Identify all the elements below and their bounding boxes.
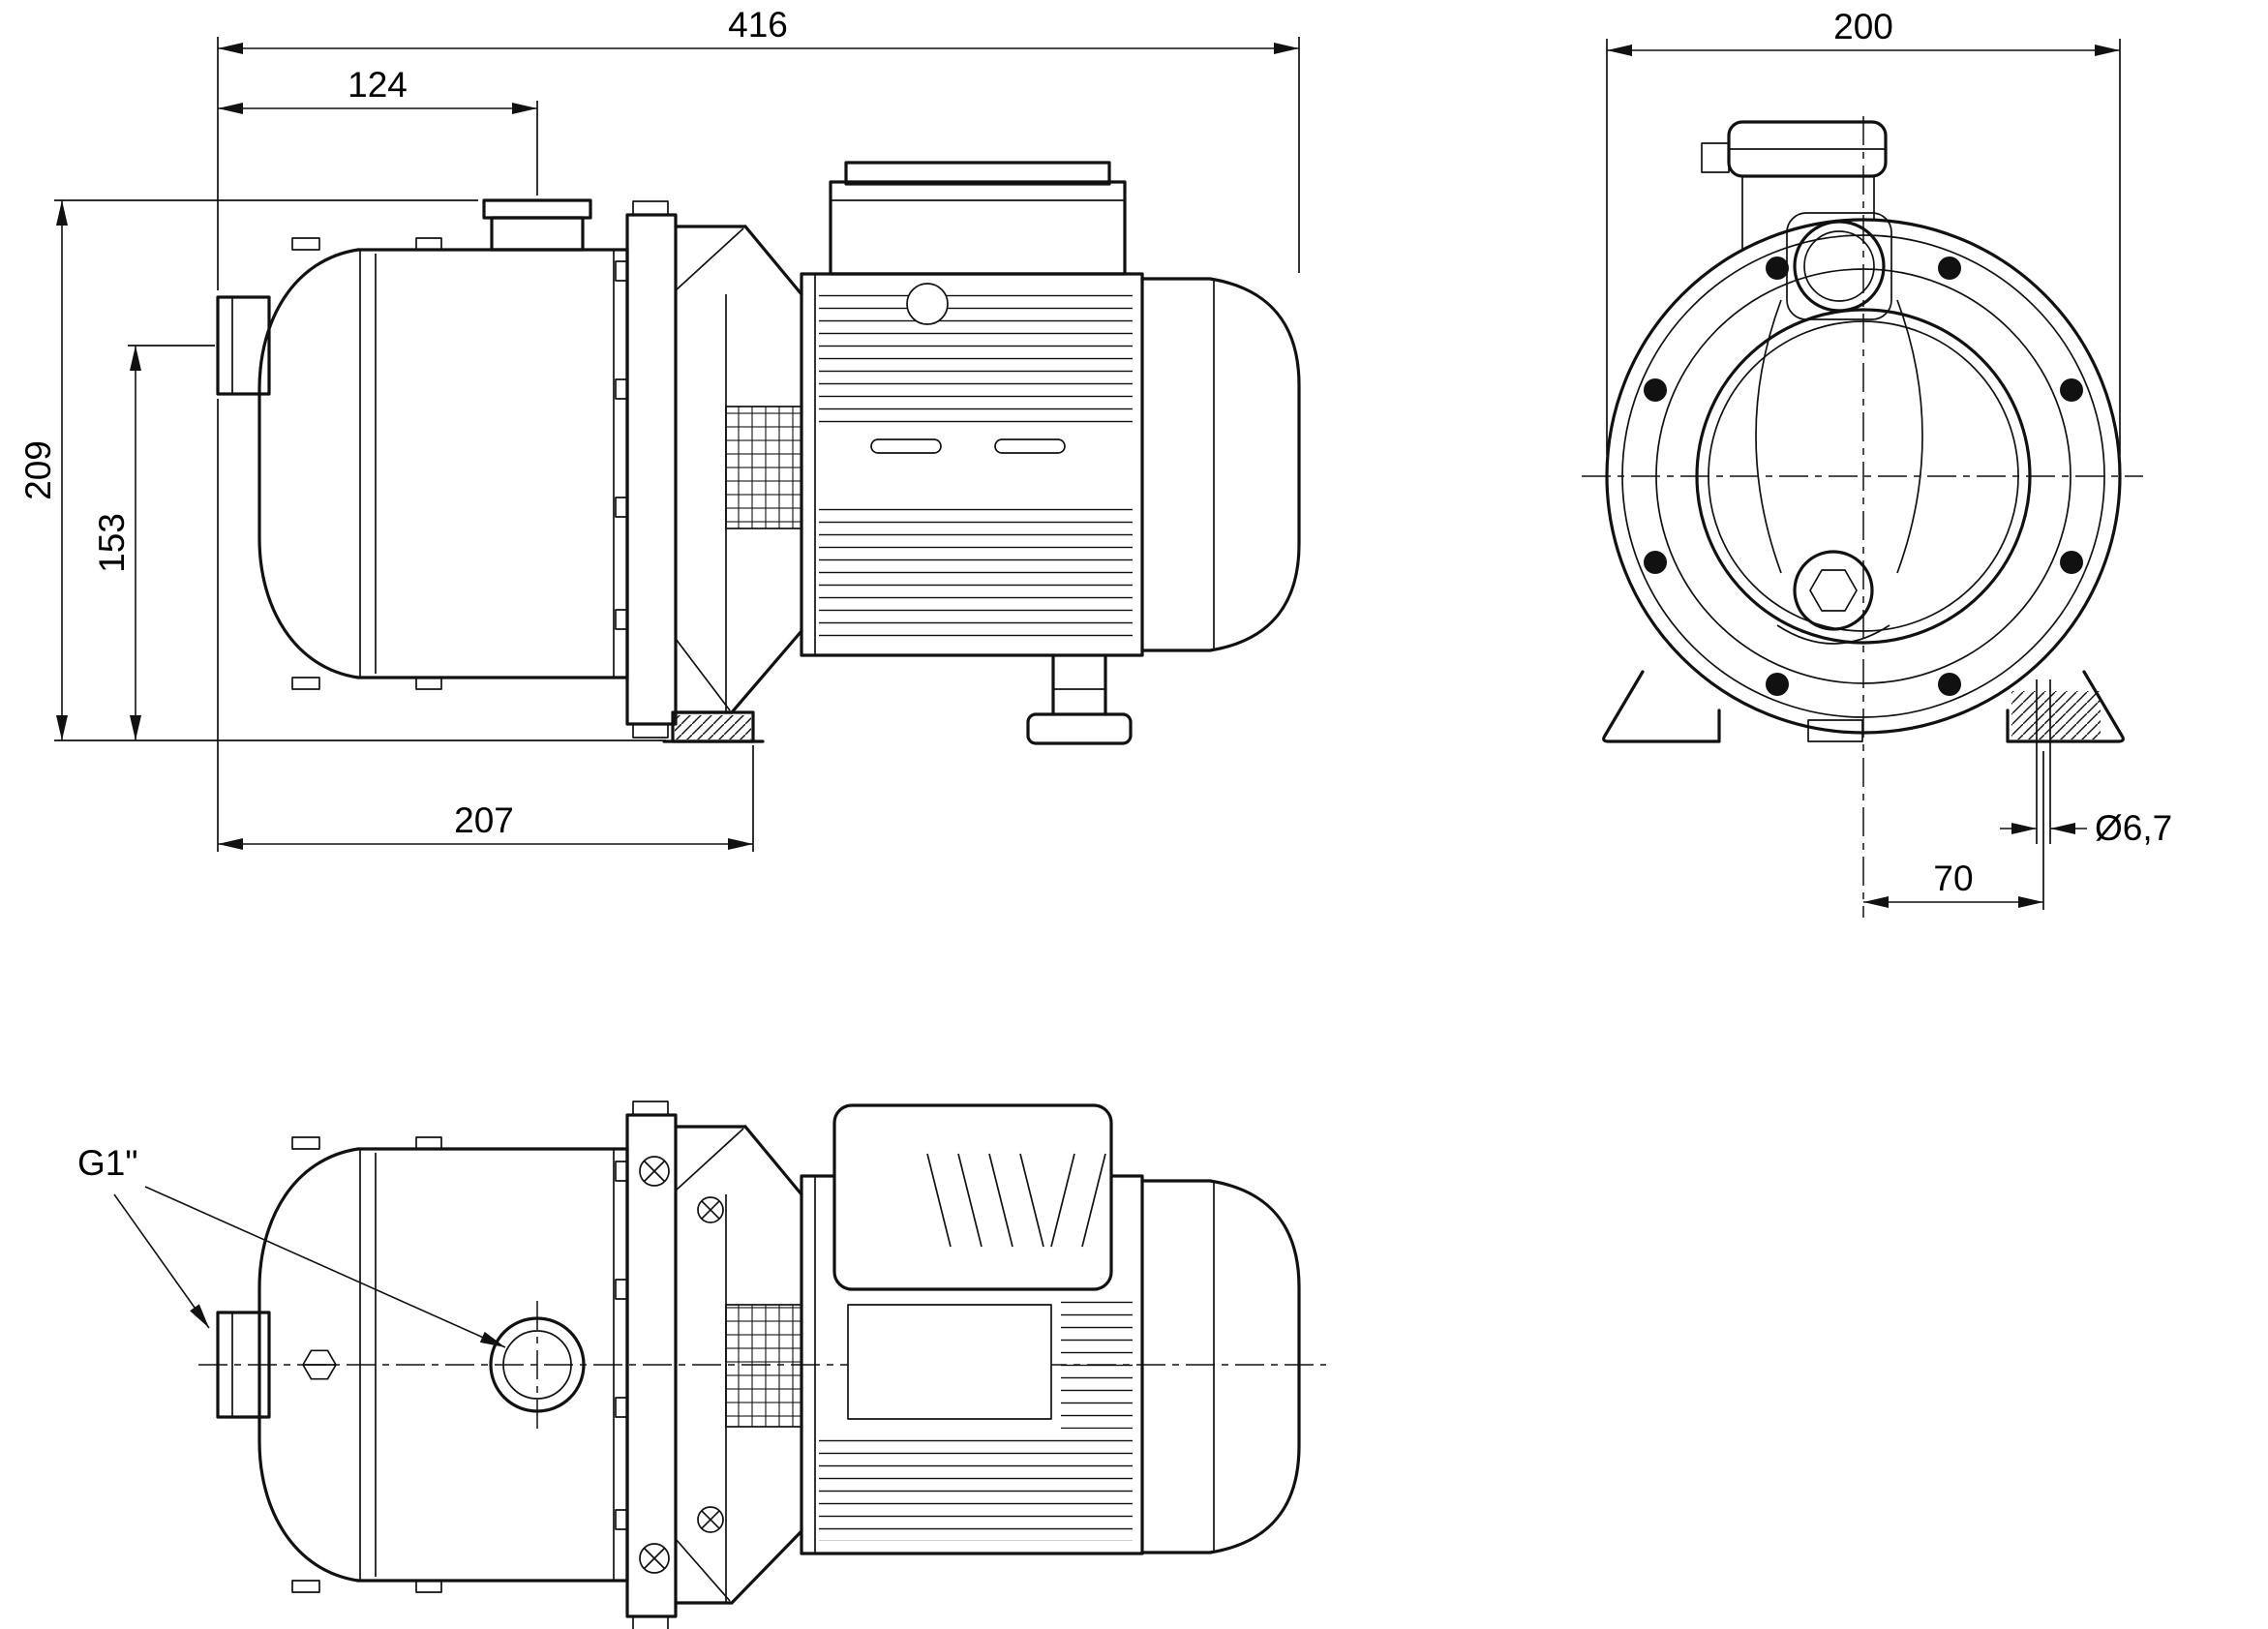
dim-body-length-label: 207: [454, 800, 514, 840]
motor-top: [800, 1103, 1301, 1555]
dim-overall-width-label: 200: [1833, 7, 1893, 46]
dim-port-axis-height-label: 153: [92, 513, 132, 573]
bracket-foot: [662, 710, 765, 743]
pump-body-top: [216, 1136, 629, 1593]
label-port-thread: G1": [77, 1143, 506, 1348]
motor-fins-bottom-band: [819, 1433, 1133, 1541]
hex-plug-top: [302, 1349, 337, 1380]
flange-bolts: [1644, 256, 2083, 696]
top-view: G1": [77, 1101, 1326, 1629]
flange-screws-top: [639, 1156, 724, 1574]
dim-foot-hole-spacing: 70: [1863, 751, 2044, 910]
suction-port-top: [216, 1311, 271, 1419]
front-view: 200 Ø6,7 70: [1582, 7, 2172, 918]
pump-bracket-side: [615, 200, 803, 743]
motor-fins-right-band: [1061, 1297, 1133, 1429]
fan-cover-side: [1140, 277, 1301, 652]
port-thread-label: G1": [77, 1143, 138, 1183]
motor-fins-lower: [819, 507, 1133, 643]
conduit-plug: [906, 283, 949, 325]
side-view: 416 124 209 153 207: [18, 5, 1301, 852]
dim-foot-hole-spacing-label: 70: [1933, 859, 1973, 898]
terminal-box-side: [829, 161, 1127, 276]
dim-port-offset-label: 124: [348, 65, 408, 105]
lifting-slot-left: [870, 438, 942, 454]
dim-foot-hole-diameter-label: Ø6,7: [2095, 808, 2172, 848]
dim-foot-hole-diameter: Ø6,7: [2000, 741, 2172, 848]
dim-port-axis-height: 153: [92, 345, 215, 740]
coupling-guard-mesh-top: [725, 1304, 802, 1428]
dim-total-length: 416: [217, 5, 1300, 290]
foot-right-front: [2006, 670, 2125, 743]
suction-port-side: [216, 295, 271, 396]
dim-overall-height: 209: [18, 199, 666, 741]
nameplate-top: [847, 1304, 1052, 1420]
motor-foot-side: [1026, 653, 1133, 745]
coupling-guard-mesh: [725, 406, 802, 529]
dim-body-length: 207: [217, 399, 754, 852]
suction-boss-front: [1786, 212, 1892, 320]
discharge-port-side: [482, 198, 592, 252]
pump-face: [1602, 120, 2125, 743]
tank-dome: [257, 248, 360, 679]
lifting-slot-right: [994, 438, 1066, 454]
pump-body-side: [216, 198, 629, 690]
body-inner: [1695, 308, 2032, 645]
fan-cover-top: [1140, 1179, 1301, 1554]
discharge-port-top: [489, 1301, 586, 1429]
flange-outer: [1605, 218, 2122, 735]
terminal-box-top: [832, 1103, 1113, 1291]
foot-left-front: [1602, 670, 1721, 743]
motor-fins-upper: [819, 287, 1133, 430]
dim-port-offset: 124: [218, 65, 538, 196]
motor-side: [800, 161, 1301, 745]
drain-boss-front: [1776, 550, 1890, 645]
dim-total-length-label: 416: [728, 5, 788, 45]
pump-bracket-top: [615, 1101, 803, 1629]
dim-overall-width: 200: [1606, 7, 2121, 455]
dim-overall-height-label: 209: [18, 440, 58, 500]
